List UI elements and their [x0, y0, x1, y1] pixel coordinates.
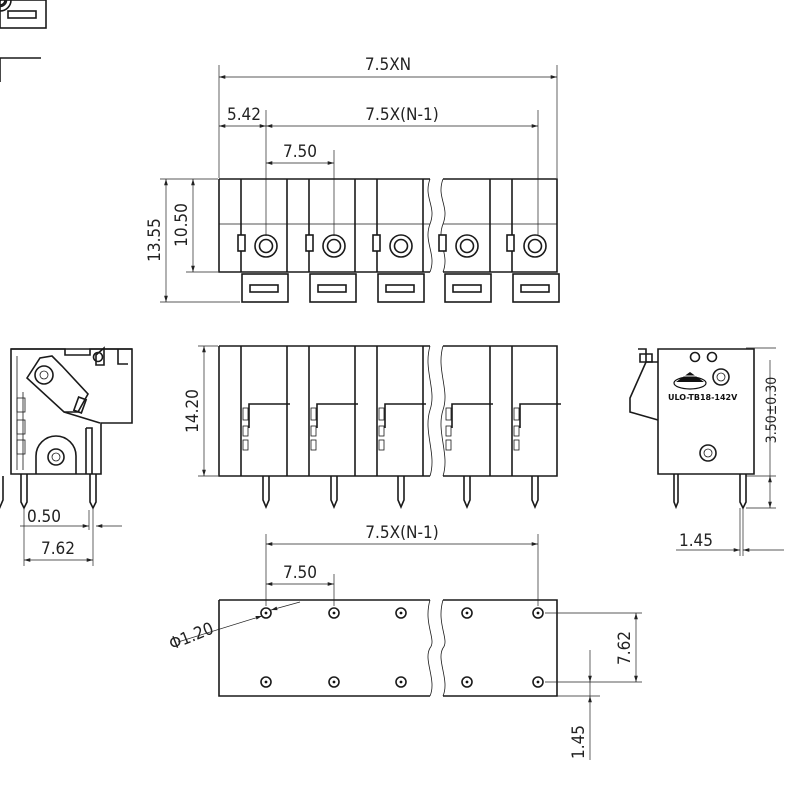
top-view-body — [218, 178, 558, 273]
dim-row-spacing: 7.62 — [615, 631, 635, 665]
dim-span: 7.5X(N-1) — [365, 105, 438, 125]
part-label: ULO-TB18-142V — [668, 393, 738, 402]
footprint-holes — [0, 0, 544, 688]
dim-height-total: 13.55 — [145, 218, 165, 262]
top-screw-5 — [506, 234, 547, 258]
top-view-dimensions: 7.5XN 5.42 7.5X(N-1) 7.50 13.55 10.50 — [145, 55, 558, 303]
dim-pin-width: 0.50 — [27, 507, 61, 527]
right-side-view: ULO-TB18-142V 3.50±0.30 1.45 — [629, 347, 784, 556]
dim-height-body: 10.50 — [172, 203, 192, 247]
front-view: 14.20 — [0, 57, 562, 510]
dim-front-height: 14.20 — [183, 389, 203, 433]
dim-bottom-pitch: 7.50 — [283, 563, 317, 583]
dim-edge-offset: 1.45 — [569, 725, 589, 759]
manufacturer-logo-icon — [673, 372, 707, 390]
top-screw-2 — [305, 234, 346, 258]
top-screw-3 — [372, 234, 413, 258]
front-view-pins — [0, 475, 539, 510]
front-view-steps — [0, 57, 562, 451]
top-view: 7.5XN 5.42 7.5X(N-1) 7.50 13.55 10.50 — [0, 0, 560, 303]
dim-pin-offset: 3.50±0.30 — [764, 377, 780, 444]
bottom-view: 7.5X(N-1) 7.50 Φ1.20 7.62 1.45 — [0, 0, 642, 760]
top-screw-4 — [438, 234, 479, 258]
top-view-tabs — [0, 0, 560, 303]
dim-bottom-span: 7.5X(N-1) — [365, 523, 438, 543]
dim-pin-tail: 1.45 — [679, 531, 713, 551]
dim-pitch: 7.50 — [283, 142, 317, 162]
dim-hole-dia: Φ1.20 — [166, 619, 216, 655]
dim-left-width: 7.62 — [41, 539, 75, 559]
top-view-screws — [0, 0, 547, 258]
dim-overall: 7.5XN — [365, 55, 411, 75]
top-screw-1 — [237, 234, 278, 258]
left-side-view: 0.50 7.62 — [10, 346, 133, 566]
dim-first-offset: 5.42 — [227, 105, 261, 125]
